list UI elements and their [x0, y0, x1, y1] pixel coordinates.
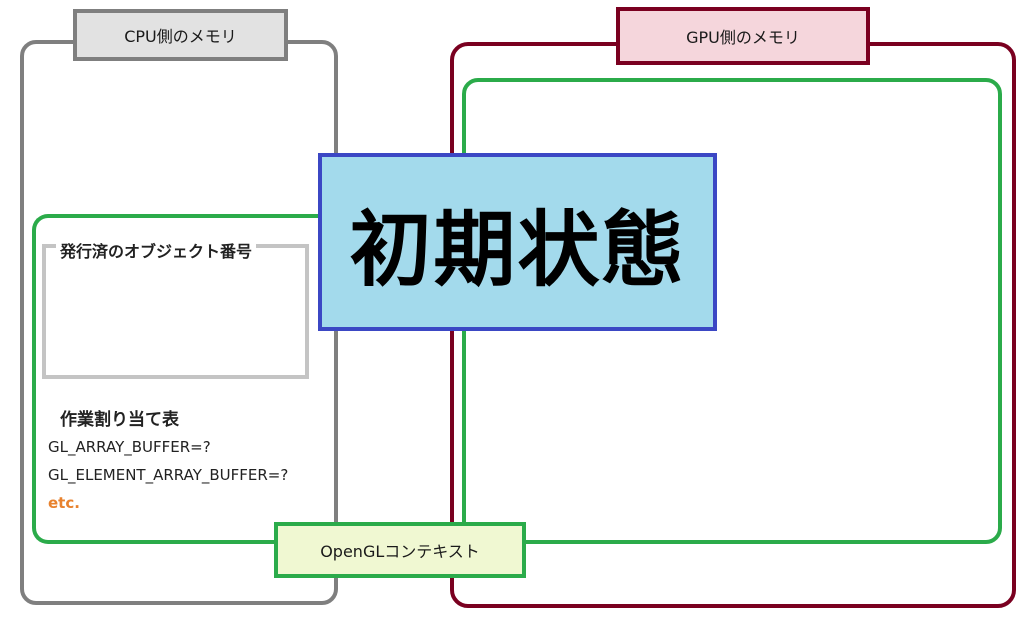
assignment-entry-array-buffer: GL_ARRAY_BUFFER=? — [48, 438, 211, 456]
opengl-context-region-cpu-side — [32, 214, 452, 544]
assignment-table-title: 作業割り当て表 — [60, 410, 179, 430]
opengl-context-label: OpenGLコンテキスト — [274, 522, 526, 578]
state-title: 初期状態 — [349, 202, 686, 298]
assignment-entry-element-array-buffer: GL_ELEMENT_ARRAY_BUFFER=? — [48, 466, 289, 484]
state-banner: 初期状態 — [318, 153, 717, 331]
opengl-context-label-text: OpenGLコンテキスト — [320, 542, 480, 561]
cpu-memory-label-text: CPU側のメモリ — [124, 27, 237, 46]
gpu-memory-label-text: GPU側のメモリ — [686, 28, 800, 47]
assignment-entry-etc: etc. — [48, 494, 80, 512]
cpu-memory-label: CPU側のメモリ — [73, 9, 288, 61]
gpu-memory-label: GPU側のメモリ — [616, 7, 870, 65]
issued-objects-label: 発行済のオブジェクト番号 — [56, 238, 257, 262]
issued-objects-box — [42, 244, 309, 379]
